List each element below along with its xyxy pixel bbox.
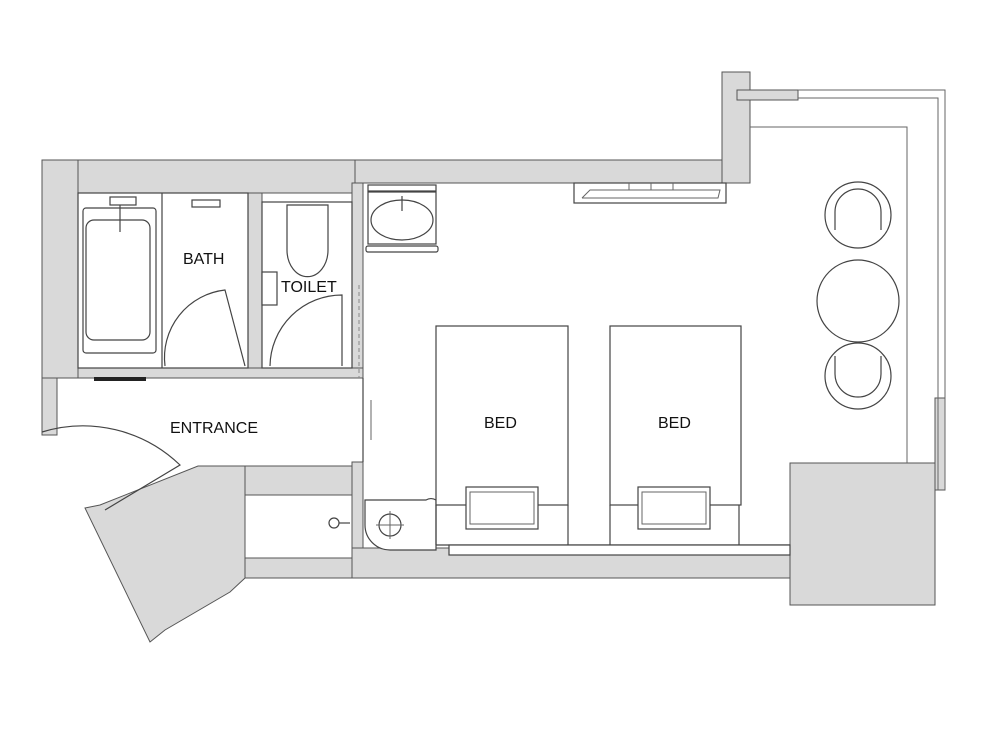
vanity bbox=[365, 184, 439, 253]
entrance-left-wall bbox=[41, 377, 58, 436]
room-label-entrance: ENTRANCE bbox=[170, 420, 258, 437]
bath-bottom-wall bbox=[77, 367, 364, 379]
bathtub-basin bbox=[85, 219, 151, 341]
bed-right bbox=[609, 325, 742, 506]
window bbox=[750, 89, 946, 490]
closet-fixture-icon bbox=[328, 517, 340, 529]
toilet-room-wall bbox=[351, 182, 364, 379]
chair-bottom-icon bbox=[824, 342, 892, 410]
ac-unit-icon bbox=[573, 182, 727, 204]
bath-mat bbox=[94, 377, 146, 381]
tub-faucet-icon bbox=[109, 196, 137, 206]
room-label-bed-left: BED bbox=[484, 415, 517, 432]
mirror-shelf bbox=[367, 184, 437, 192]
bed-left bbox=[435, 325, 569, 506]
window-stub-wall bbox=[736, 89, 799, 101]
bath-top-wall bbox=[41, 159, 356, 194]
room-label-bath: BATH bbox=[183, 251, 224, 268]
entrance-door-swing bbox=[41, 425, 181, 511]
corner-column bbox=[789, 462, 936, 606]
toilet-paper-holder bbox=[261, 271, 278, 306]
bath-door-swing bbox=[163, 289, 246, 367]
toilet-room: TOILET bbox=[261, 201, 360, 378]
toilet-door-swing bbox=[269, 294, 343, 367]
chair-top-icon bbox=[824, 181, 892, 249]
chair-bottom-back bbox=[834, 356, 882, 398]
toilet-bowl-icon bbox=[286, 204, 329, 278]
entrance: ENTRANCE bbox=[41, 378, 372, 529]
left-wall bbox=[41, 159, 79, 379]
right-column bbox=[934, 397, 946, 491]
beds: BED BED bbox=[364, 325, 791, 556]
vanity-towel-bar bbox=[365, 245, 439, 253]
room-label-bed-right: BED bbox=[658, 415, 691, 432]
closet-top-wall bbox=[244, 465, 353, 496]
upper-right-column bbox=[721, 71, 751, 184]
shower-faucet-icon bbox=[191, 199, 221, 208]
bathroom: BATH bbox=[77, 192, 249, 381]
round-table-icon bbox=[816, 259, 900, 343]
closet-bottom-wall bbox=[244, 557, 353, 579]
entrance-wedge-wall bbox=[84, 465, 246, 643]
room-label-toilet: TOILET bbox=[281, 279, 337, 296]
bed-platform bbox=[448, 544, 791, 556]
bed-left-pillow bbox=[465, 486, 539, 530]
chair-top-back bbox=[834, 188, 882, 230]
bed-right-pillow bbox=[637, 486, 711, 530]
bath-toilet-wall bbox=[247, 192, 263, 379]
air-conditioner bbox=[573, 182, 727, 204]
seating bbox=[816, 181, 900, 410]
